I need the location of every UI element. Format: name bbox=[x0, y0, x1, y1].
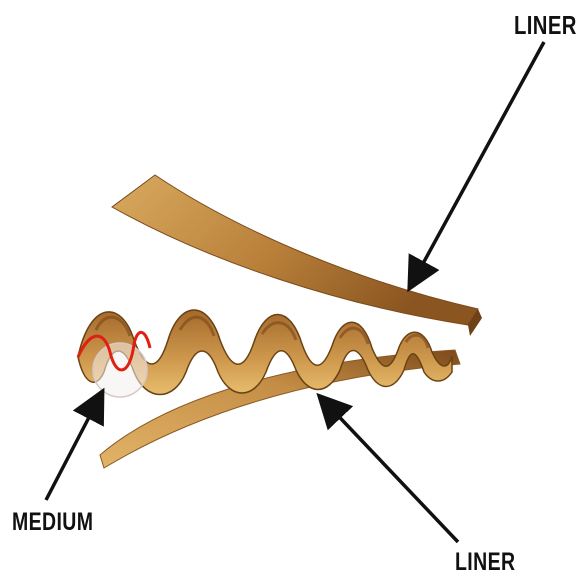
medium-arrow bbox=[46, 400, 98, 500]
top-liner-label: LINER bbox=[514, 10, 577, 41]
medium-label: MEDIUM bbox=[12, 508, 93, 537]
bottom-liner-label: LINER bbox=[455, 548, 515, 577]
bottom-liner-arrow bbox=[326, 403, 458, 542]
top-liner-arrow bbox=[414, 42, 544, 280]
top-liner-sheet bbox=[112, 175, 478, 325]
